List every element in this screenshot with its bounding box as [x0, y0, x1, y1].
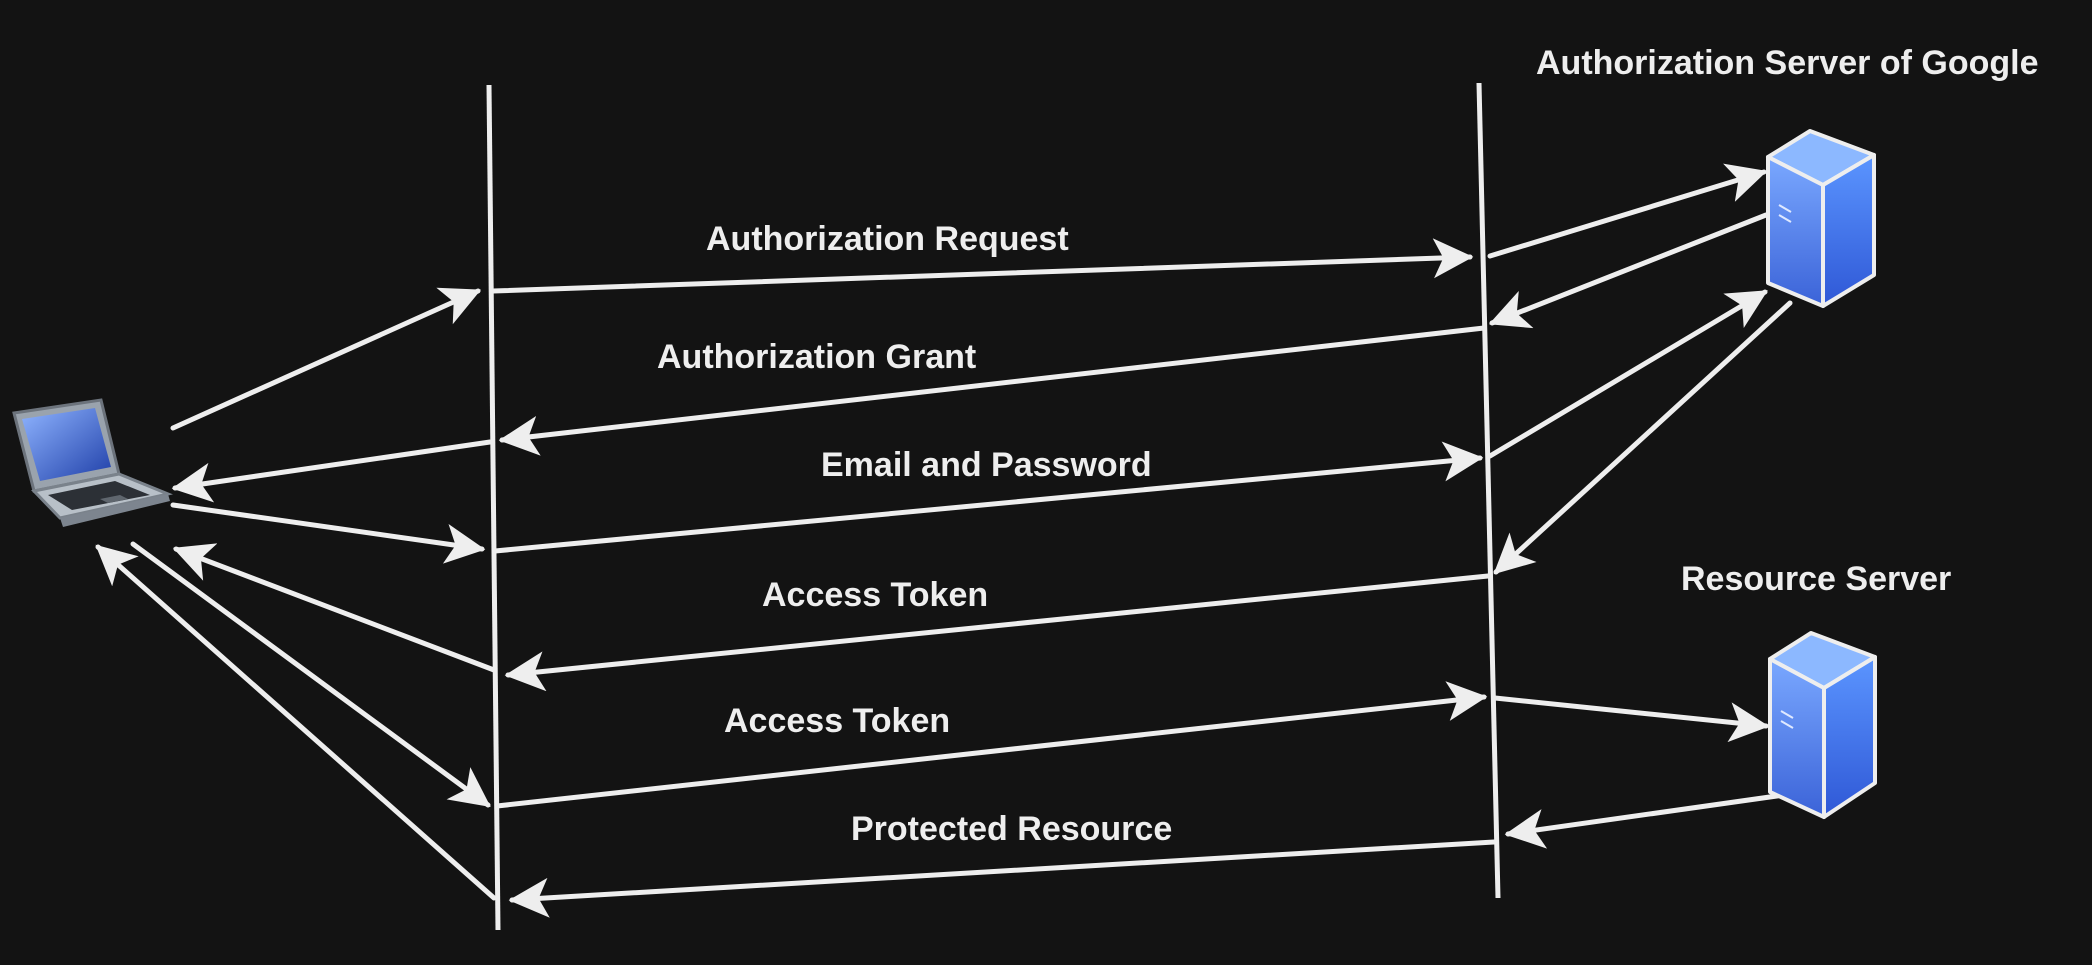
email-and-password-label: Email and Password — [821, 446, 1152, 484]
arrow-email-and-password — [492, 441, 1484, 554]
lifeline-left — [486, 84, 501, 931]
auth-server-icon — [1766, 129, 1876, 308]
lifeline-right — [1476, 82, 1501, 899]
arrow-authorization-grant — [498, 325, 1487, 456]
arrow-client-to-left-2 — [170, 502, 486, 564]
arrow-client-to-left-1 — [170, 287, 482, 431]
resource-server-label: Resource Server — [1681, 560, 1952, 598]
arrow-access-token-1 — [504, 573, 1491, 692]
protected-resource-label: Protected Resource — [851, 810, 1173, 848]
arrow-protected-resource — [508, 839, 1497, 918]
access-token-label-1: Access Token — [762, 576, 989, 614]
arrow-left-to-client-1 — [171, 439, 493, 503]
arrow-auth-server-to-right-1 — [1488, 212, 1769, 329]
arrow-resource-server-to-right — [1504, 792, 1787, 849]
arrow-client-to-left-3 — [130, 541, 491, 808]
authorization-request-label: Authorization Request — [706, 220, 1069, 258]
resource-server-icon — [1768, 631, 1877, 819]
arrow-auth-server-to-right-2 — [1493, 300, 1793, 575]
arrow-right-to-auth-server-1 — [1487, 163, 1768, 259]
arrow-authorization-request — [490, 238, 1474, 294]
arrow-right-to-auth-server-2 — [1487, 289, 1768, 459]
laptop-icon — [12, 398, 174, 527]
access-token-label-2: Access Token — [724, 702, 951, 740]
arrow-right-to-resource-server — [1492, 695, 1770, 743]
arrow-access-token-2 — [494, 681, 1488, 809]
arrow-left-to-client-3 — [95, 544, 497, 901]
auth-server-label: Authorization Server of Google — [1536, 44, 2039, 82]
arrow-left-to-client-2 — [172, 543, 497, 673]
authorization-grant-label: Authorization Grant — [657, 338, 977, 376]
